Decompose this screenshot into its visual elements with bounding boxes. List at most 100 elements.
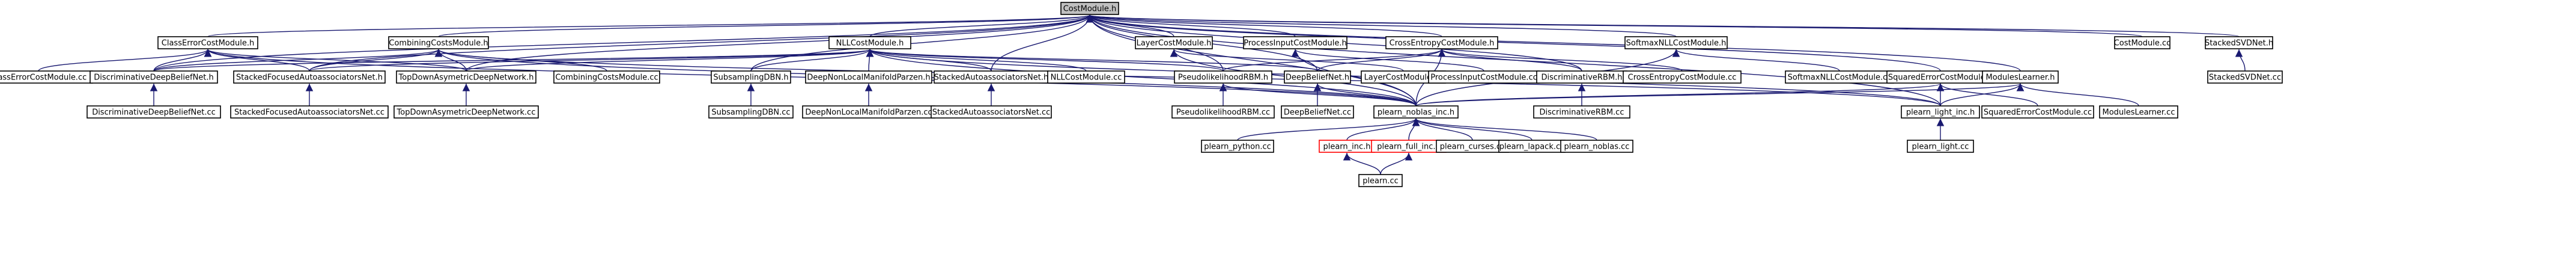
node-nllcostmodule-cc[interactable]: NLLCostModule.cc bbox=[1047, 70, 1125, 84]
node-plearn-lapack-cc[interactable]: plearn_lapack.cc bbox=[1498, 140, 1566, 153]
edge-plearn-inc-h-to-plearn-cc bbox=[1343, 152, 1381, 175]
node-plearn-cc[interactable]: plearn.cc bbox=[1358, 174, 1403, 187]
node-softmaxnllcostmodule-h[interactable]: SoftmaxNLLCostModule.h bbox=[1624, 36, 1728, 49]
node-costmodule-cc[interactable]: CostModule.cc bbox=[2114, 36, 2171, 49]
node-label: plearn_curses.cc bbox=[1440, 143, 1505, 152]
node-label: StackedSVDNet.cc bbox=[2209, 73, 2281, 82]
node-processinputcostmodule-cc[interactable]: ProcessInputCostModule.cc bbox=[1428, 70, 1540, 84]
node-label: ModulesLearner.h bbox=[1986, 73, 2055, 82]
edge-layercostmodule-h-to-layercostmodule-cc bbox=[1170, 49, 1404, 72]
node-box bbox=[1533, 105, 1630, 119]
node-layercostmodule-cc[interactable]: LayerCostModule.cc bbox=[1361, 70, 1446, 84]
node-stackedfocusedautoassociatorsnet-h[interactable]: StackedFocusedAutoassociatorsNet.h bbox=[233, 70, 386, 84]
node-discriminativedeepbeliefnet-h[interactable]: DiscriminativeDeepBeliefNet.h bbox=[90, 70, 218, 84]
node-plearn-noblas-cc[interactable]: plearn_noblas.cc bbox=[1560, 140, 1633, 153]
edge-costmodule-h-to-moduleslearner-h bbox=[1086, 14, 2021, 72]
node-plearn-light-cc[interactable]: plearn_light.cc bbox=[1907, 140, 1974, 153]
node-topdownasymetricdeepnetwork-h[interactable]: TopDownAsymetricDeepNetwork.h bbox=[396, 70, 536, 84]
edge-combiningcostsmodule-h-to-stackedfocusedautoassociatorsnet-h bbox=[309, 49, 443, 72]
node-plearn-inc-h[interactable]: plearn_inc.h bbox=[1319, 140, 1375, 153]
node-deepbeliefnet-h[interactable]: DeepBeliefNet.h bbox=[1284, 70, 1351, 84]
node-crossentropycostmodule-cc[interactable]: CrossEntropyCostModule.cc bbox=[1623, 70, 1742, 84]
node-label: StackedAutoassociatorsNet.cc bbox=[932, 108, 1051, 117]
node-box bbox=[2205, 36, 2273, 49]
node-deepbeliefnet-cc[interactable]: DeepBeliefNet.cc bbox=[1281, 105, 1354, 119]
node-label: CostModule.cc bbox=[2114, 39, 2171, 48]
node-box bbox=[388, 36, 489, 49]
node-label: NLLCostModule.cc bbox=[1051, 73, 1122, 82]
node-label: LayerCostModule.cc bbox=[1364, 73, 1443, 82]
node-squarederrorcostmodule-cc[interactable]: SquaredErrorCostModule.cc bbox=[1981, 105, 2094, 119]
node-plearn-python-cc[interactable]: plearn_python.cc bbox=[1201, 140, 1274, 153]
node-label: TopDownAsymetricDeepNetwork.cc bbox=[396, 108, 536, 117]
node-plearn-noblas-inc-h[interactable]: plearn_noblas_inc.h bbox=[1373, 105, 1459, 119]
edge-plearn-noblas-inc-h-to-plearn-python-cc bbox=[1237, 118, 1420, 141]
node-label: CrossEntropyCostModule.h bbox=[1390, 39, 1495, 48]
node-plearn-full-inc-h[interactable]: plearn_full_inc.h bbox=[1371, 140, 1447, 153]
edge-costmodule-h-to-squarederrorcostmodule-h bbox=[1086, 14, 1941, 72]
node-classerrorcostmodule-h[interactable]: ClassErrorCostModule.h bbox=[157, 36, 258, 49]
node-plearn-light-inc-h[interactable]: plearn_light_inc.h bbox=[1901, 105, 1980, 119]
node-nllcostmodule-h[interactable]: NLLCostModule.h bbox=[828, 36, 911, 49]
node-stackedfocusedautoassociatorsnet-cc[interactable]: StackedFocusedAutoassociatorsNet.cc bbox=[230, 105, 389, 119]
node-stackedsvdnet-h[interactable]: StackedSVDNet.h bbox=[2205, 36, 2273, 49]
edge-costmodule-h-to-softmaxnllcostmodule-h bbox=[1086, 14, 1677, 37]
node-combiningcostsmodule-h[interactable]: CombiningCostsModule.h bbox=[388, 36, 489, 49]
node-processinputcostmodule-h[interactable]: ProcessInputCostModule.h bbox=[1243, 36, 1347, 49]
edge-moduleslearner-h-to-plearn-noblas-inc-h bbox=[1415, 83, 2024, 107]
node-topdownasymetricdeepnetwork-cc[interactable]: TopDownAsymetricDeepNetwork.cc bbox=[393, 105, 539, 119]
node-box bbox=[1060, 2, 1119, 15]
node-stackedautoassociatorsnet-cc[interactable]: StackedAutoassociatorsNet.cc bbox=[931, 105, 1052, 119]
node-moduleslearner-h[interactable]: ModulesLearner.h bbox=[1982, 70, 2059, 84]
node-softmaxnllcostmodule-cc[interactable]: SoftmaxNLLCostModule.cc bbox=[1785, 70, 1894, 84]
node-label: plearn_python.cc bbox=[1204, 143, 1271, 152]
node-box bbox=[553, 70, 660, 84]
node-layercostmodule-h[interactable]: LayerCostModule.h bbox=[1135, 36, 1213, 49]
node-discriminativerbm-cc[interactable]: DiscriminativeRBM.cc bbox=[1533, 105, 1630, 119]
edge-moduleslearner-h-to-plearn-light-inc-h bbox=[1940, 83, 2025, 107]
edge-nllcostmodule-h-to-deepnonlocalmanifoldparzen-h bbox=[866, 49, 874, 72]
edge-costmodule-h-to-combiningcostsmodule-h bbox=[438, 14, 1093, 37]
node-deepnonlocalmanifoldparzen-cc[interactable]: DeepNonLocalManifoldParzen.cc bbox=[802, 105, 935, 119]
edge-crossentropycostmodule-h-to-crossentropycostmodule-cc bbox=[1438, 49, 1683, 72]
node-label: plearn_full_inc.h bbox=[1377, 143, 1441, 152]
node-combiningcostsmodule-cc[interactable]: CombiningCostsModule.cc bbox=[553, 70, 660, 84]
edge-costmodule-h-to-stackedautoassociatorsnet-h bbox=[991, 14, 1094, 72]
node-squarederrorcostmodule-h[interactable]: SquaredErrorCostModule.h bbox=[1886, 70, 1994, 84]
node-plearn-curses-cc[interactable]: plearn_curses.cc bbox=[1436, 140, 1509, 153]
node-subsamplingdbn-h[interactable]: SubsamplingDBN.h bbox=[711, 70, 791, 84]
node-label: StackedFocusedAutoassociatorsNet.cc bbox=[234, 108, 384, 117]
edge-crossentropycostmodule-h-to-discriminativerbm-h bbox=[1438, 49, 1582, 72]
node-pseudolikelihoodrbm-cc[interactable]: PseudolikelihoodRBM.cc bbox=[1171, 105, 1275, 119]
node-label: SquaredErrorCostModule.cc bbox=[1984, 108, 2092, 117]
edge-plearn-noblas-inc-h-to-plearn-inc-h bbox=[1346, 118, 1420, 141]
node-label: plearn_light_inc.h bbox=[1906, 108, 1975, 117]
node-label: SquaredErrorCostModule.h bbox=[1888, 73, 1993, 82]
node-deepnonlocalmanifoldparzen-h[interactable]: DeepNonLocalManifoldParzen.h bbox=[805, 70, 932, 84]
node-label: SoftmaxNLLCostModule.cc bbox=[1788, 73, 1892, 82]
node-discriminativedeepbeliefnet-cc[interactable]: DiscriminativeDeepBeliefNet.cc bbox=[87, 105, 221, 119]
node-box bbox=[1135, 36, 1213, 49]
edge-nllcostmodule-h-to-subsamplingdbn-h bbox=[750, 49, 874, 72]
node-stackedsvdnet-cc[interactable]: StackedSVDNet.cc bbox=[2207, 70, 2283, 84]
node-subsamplingdbn-cc[interactable]: SubsamplingDBN.cc bbox=[708, 105, 794, 119]
edge-deepbeliefnet-h-to-plearn-noblas-inc-h bbox=[1313, 83, 1417, 107]
node-stackedautoassociatorsnet-h[interactable]: StackedAutoassociatorsNet.h bbox=[934, 70, 1049, 84]
node-discriminativerbm-h[interactable]: DiscriminativeRBM.h bbox=[1536, 70, 1627, 84]
edge-costmodule-h-to-stackedfocusedautoassociatorsnet-h bbox=[309, 14, 1093, 72]
node-costmodule-h[interactable]: CostModule.h bbox=[1060, 2, 1119, 15]
node-crossentropycostmodule-h[interactable]: CrossEntropyCostModule.h bbox=[1385, 36, 1498, 49]
node-box bbox=[711, 70, 791, 84]
node-box bbox=[1982, 70, 2059, 84]
node-label: PseudolikelihoodRBM.cc bbox=[1176, 108, 1270, 117]
node-moduleslearner-cc[interactable]: ModulesLearner.cc bbox=[2099, 105, 2178, 119]
node-classerrorcostmodule-cc[interactable]: ClassErrorCostModule.cc bbox=[0, 70, 93, 84]
node-label: SoftmaxNLLCostModule.h bbox=[1626, 39, 1727, 48]
node-label: ClassErrorCostModule.cc bbox=[0, 73, 87, 82]
node-label: plearn_lapack.cc bbox=[1499, 143, 1565, 152]
edge-pseudolikelihoodrbm-h-to-plearn-noblas-inc-h bbox=[1219, 83, 1417, 107]
edge-processinputcostmodule-h-to-processinputcostmodule-cc bbox=[1291, 49, 1484, 72]
node-pseudolikelihoodrbm-h[interactable]: PseudolikelihoodRBM.h bbox=[1174, 70, 1272, 84]
node-box bbox=[2099, 105, 2178, 119]
